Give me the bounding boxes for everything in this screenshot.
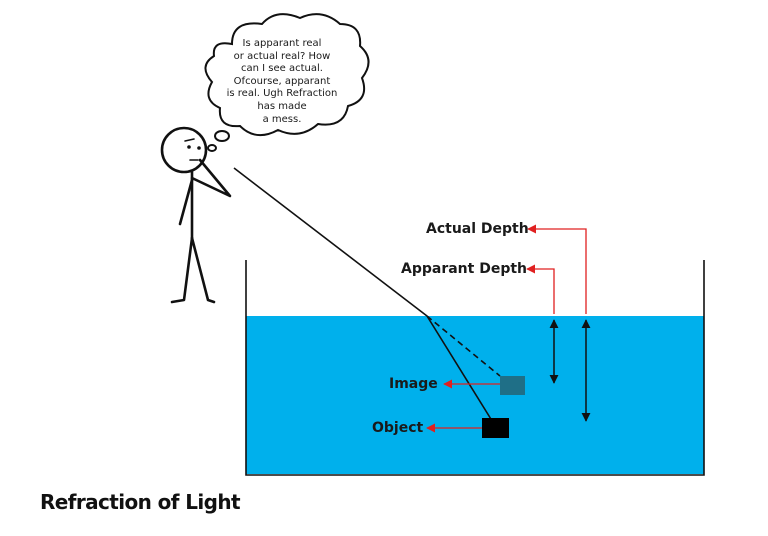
thought-line: can I see actual. [241,63,323,75]
stick-figure-icon [160,126,232,304]
thought-line: Is apparant real [242,38,322,49]
apparent-depth-label: Apparant Depth [401,261,528,277]
figure-caption: Refraction of Light [40,490,241,514]
image-block [500,376,525,395]
apparent-depth-leader [526,264,555,314]
actual-depth-label: Actual Depth [426,221,529,237]
object-label: Object [372,420,424,436]
tank-container [245,260,705,476]
thought-bubble-text: Is apparant real or actual real? How can… [222,38,342,126]
thought-line: a mess. [262,113,302,125]
thought-line: is real. Ugh Refraction [226,88,338,100]
actual-depth-leader [527,224,587,314]
refracted-ray [426,315,495,425]
thought-line: has made [257,100,307,112]
virtual-ray [426,315,501,377]
thought-line: Ofcourse, apparant [233,75,331,87]
thought-line: or actual real? How [233,50,331,62]
ray-to-eye [233,167,428,317]
image-label: Image [389,376,438,392]
object-block [482,418,509,438]
thought-bubble-icon [204,13,370,152]
water [246,316,704,474]
